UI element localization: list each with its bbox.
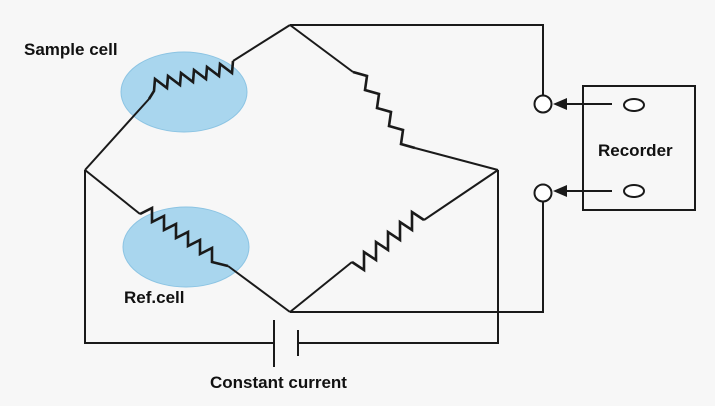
sample-cell-ellipse <box>120 51 248 133</box>
top-right-resistor-arm <box>289 24 499 171</box>
bottom-right-resistor-arm <box>289 169 499 313</box>
constant-current-label: Constant current <box>210 373 347 392</box>
lower-output-terminal <box>533 183 553 203</box>
ref-cell-resistor-arm <box>84 169 291 313</box>
output-leads <box>290 24 544 313</box>
sample-cell-label: Sample cell <box>24 40 118 59</box>
recorder-input-upper <box>623 98 645 112</box>
ref-cell-label: Ref.cell <box>124 288 184 307</box>
recorder-label: Recorder <box>598 141 673 160</box>
recorder-input-lower <box>623 184 645 198</box>
recorder-arrow-lower <box>553 185 612 197</box>
recorder-arrow-upper <box>553 98 612 110</box>
sample-cell-resistor-arm <box>84 24 291 171</box>
upper-output-terminal <box>533 94 553 114</box>
ref-cell-ellipse <box>122 206 250 288</box>
constant-current-loop <box>84 170 499 367</box>
recorder-box <box>582 85 696 211</box>
